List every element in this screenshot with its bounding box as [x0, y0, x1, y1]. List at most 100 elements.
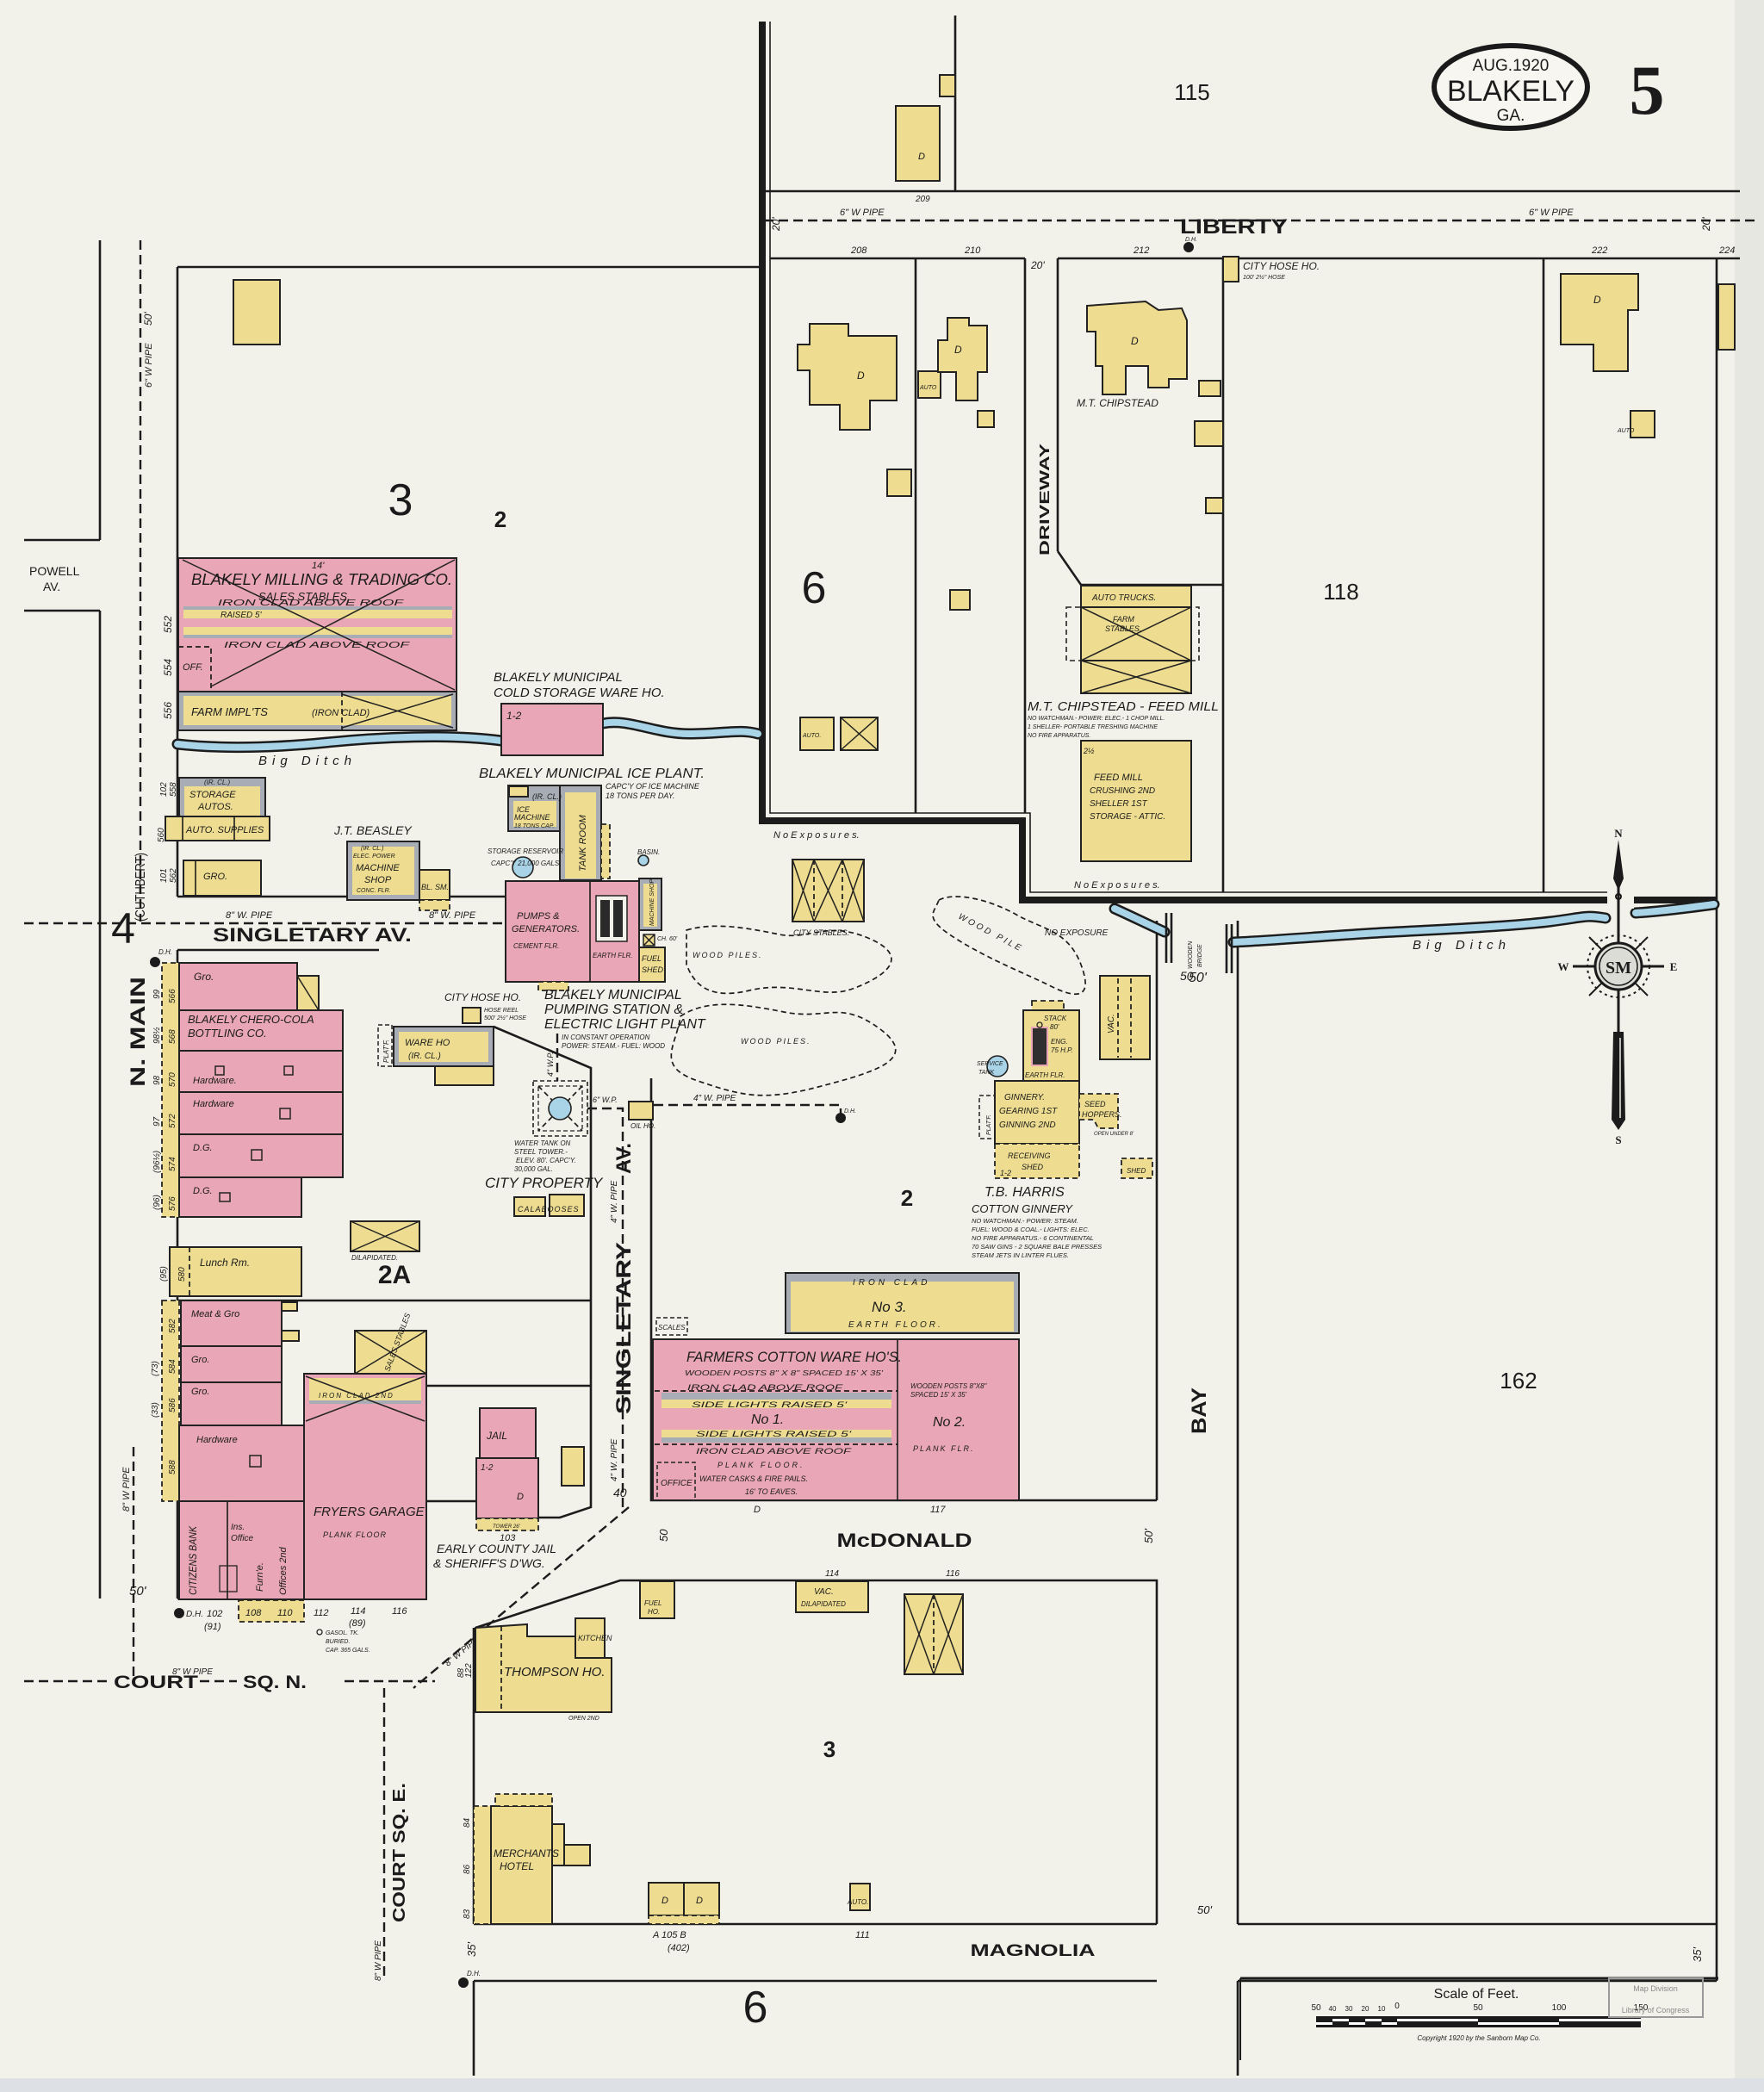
street-court-sq-n-1: COURT	[114, 1673, 198, 1692]
court-awning	[161, 1300, 180, 1502]
beasley-name: J.T. BEASLEY	[333, 823, 413, 837]
grocery-rear-diag	[296, 975, 320, 1011]
engine-label-2: 75 H.P.	[1051, 1046, 1073, 1054]
address-105: A 105 B	[652, 1930, 686, 1940]
address-101: 101	[159, 868, 169, 883]
warehouse-no3-interior	[791, 1282, 1014, 1332]
store-hardware-1	[178, 1050, 344, 1093]
scale-sub-5	[1382, 2022, 1397, 2025]
warehouse-platform-label: PLAT'F.	[382, 1040, 390, 1063]
address-122: 122	[464, 1663, 474, 1678]
address-552: 552	[162, 616, 174, 633]
fire-hydrant-court-label: D.H.	[186, 1610, 203, 1619]
water-tower-brace-2	[537, 1085, 583, 1132]
warehouse-sidelights-1: SIDE LIGHTS RAISED 5'	[692, 1400, 847, 1409]
chero-cola-label-2: BOTTLING CO.	[188, 1027, 267, 1040]
warehouse-ironclad-1: IRON CLAD ABOVE ROOF	[687, 1383, 843, 1392]
water-tower-inner	[537, 1085, 583, 1132]
compass-e: E	[1670, 960, 1678, 973]
milling-skylight-yellow-1	[183, 610, 452, 618]
beasley-shop-2: SHOP	[364, 875, 392, 885]
n-main-commercial-block: D.H. Gro. BLAKELY CHERO-COLA BOTTLING CO…	[150, 948, 344, 1218]
warehouse-no3-ironclad: IRON CLAD	[853, 1278, 930, 1288]
page-edge-shadow-bottom	[0, 2078, 1764, 2092]
milling-diagonal-2	[210, 559, 456, 687]
address-584: 584	[168, 1359, 177, 1374]
pipe-label-tank-north: 4" W.P.	[546, 1052, 555, 1077]
ice-plant-ir-cl: (IR. CL.)	[532, 792, 562, 801]
block-118: 118	[1323, 579, 1358, 605]
page-edge-shadow-right	[1735, 0, 1764, 2092]
compass-monogram: SM	[1606, 959, 1631, 978]
sheriffs-dwelling	[475, 1457, 539, 1519]
dwelling-210-d: D	[954, 344, 962, 356]
vacant-dilapidated	[795, 1580, 869, 1613]
merchants-hotel-wing-2	[563, 1844, 591, 1866]
old-address-96h: (96½)	[152, 1151, 162, 1173]
city-hose-house-label: CITY HOSE HO.	[444, 991, 521, 1003]
gasoline-tank-note-2: BURIED.	[326, 1639, 350, 1645]
address-111: 111	[855, 1930, 870, 1940]
shed-210	[977, 410, 995, 428]
block-162: 162	[1500, 1368, 1537, 1394]
warehouse-eaves: 16' TO EAVES.	[745, 1487, 798, 1496]
ditch-label-west: Big Ditch	[258, 754, 357, 768]
milling-diagonal-1	[182, 559, 456, 691]
address-586: 586	[168, 1398, 177, 1412]
gasoline-tank	[316, 1629, 323, 1636]
jail-dwelling-d: D	[517, 1492, 524, 1502]
service-tank-label-2: TANK	[978, 1070, 994, 1076]
oil-house-label: OIL HO.	[630, 1122, 655, 1130]
cold-storage-name-2: COLD STORAGE WARE HO.	[494, 686, 665, 700]
stack-label-2: 80'	[1050, 1023, 1059, 1031]
stack-label-1: STACK	[1044, 1015, 1067, 1022]
street-mcdonald: McDONALD	[837, 1530, 972, 1551]
beasley-power: ELEC. POWER	[353, 854, 395, 860]
milling-ironclad-1: IRON CLAD ABOVE ROOF	[218, 599, 405, 608]
blacksmith-shed	[419, 899, 450, 911]
no-exposure-label: NO EXPOSURE	[1045, 928, 1109, 938]
receiving-shed-label-2: SHED	[1022, 1163, 1044, 1171]
jail-tower-label: TOWER 26'	[493, 1524, 521, 1530]
address-court-102: 102	[207, 1609, 222, 1619]
old-address-98h: 98½	[152, 1027, 162, 1044]
compass-north-knob	[1615, 893, 1622, 900]
dim-35-right: 35'	[1691, 1947, 1704, 1962]
ginnery-note-3: NO FIRE APPARATUS.- 6 CONTINENTAL	[972, 1234, 1094, 1242]
milling-ironclad-2: IRON CLAD ABOVE ROOF	[224, 641, 411, 650]
south-block: THOMPSON HO. KITCHEN OPEN 2ND 88 122 FUE…	[457, 1569, 964, 1988]
machine-shop-interior	[643, 884, 657, 927]
pipe-label-singletary-e: 8" W. PIPE	[429, 910, 476, 921]
cartouche-date: AUG.1920	[1473, 57, 1550, 75]
dwelling-209-d: D	[918, 152, 925, 162]
dilapidated-label: DILAPIDATED.	[351, 1254, 398, 1262]
chipstead-shed-3	[1205, 497, 1224, 514]
fire-hydrant-liberty	[1183, 242, 1194, 252]
street-singletary-ns-av: AV.	[612, 1143, 636, 1174]
seed-hoppers-label-1: SEED	[1084, 1100, 1106, 1108]
dilapidated-x2	[350, 1220, 420, 1252]
merchants-hotel-label-2: HOTEL	[500, 1860, 534, 1872]
offices-label: Offices 2nd	[278, 1546, 289, 1595]
milling-raised: RAISED 5'	[220, 611, 263, 620]
scale-tick-100: 100	[1552, 2003, 1567, 2013]
street-singletary-ns: SINGLETARY	[612, 1242, 636, 1414]
compass-n: N	[1614, 827, 1623, 840]
dwelling-209-shed	[939, 74, 956, 97]
ice-plant-title: BLAKELY MUNICIPAL ICE PLANT.	[479, 767, 705, 781]
auto-shed-222-label: AUTO	[1617, 428, 1635, 434]
pipe-label-ginnery-line: 4" W. PIPE	[693, 1094, 736, 1103]
skylight-5	[219, 1192, 231, 1202]
gin-platform-label: PLAT'F.	[986, 1114, 992, 1135]
ginnery-note-5: STEAM JETS IN LINTER FLUES.	[972, 1251, 1069, 1259]
dim-50-bridge: 50'	[1189, 971, 1208, 985]
fuel-house-label-2: HO.	[648, 1608, 660, 1616]
pumps-label-2: GENERATORS.	[512, 924, 580, 934]
street-bay: BAY	[1188, 1387, 1211, 1434]
dwelling-105a-d: D	[662, 1896, 668, 1906]
grocery-court-2-label: Gro.	[191, 1387, 209, 1397]
copyright-notice: Copyright 1920 by the Sanborn Map Co.	[1417, 2034, 1540, 2042]
city-stables-x6	[842, 859, 865, 922]
block-6-north-lots: D 209 208 210 D AUTO D AUTO. N o E x p o…	[773, 74, 995, 841]
